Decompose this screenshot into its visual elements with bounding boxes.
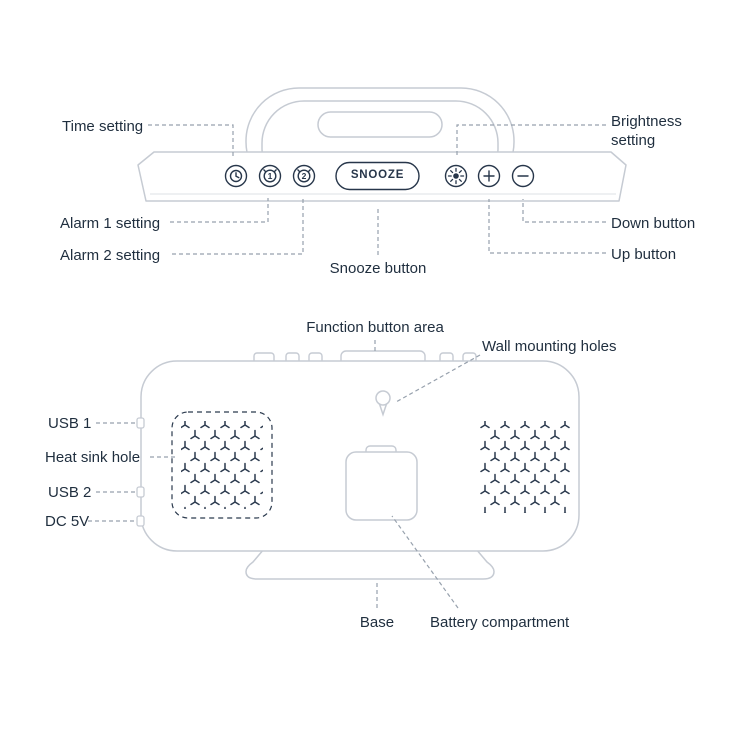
leader-battery-compartment (391, 515, 459, 609)
heat-sink-holes-left (181, 421, 263, 509)
wall-mounting-holes-label: Wall mounting holes (482, 338, 617, 355)
clock-top-view: 1 2 (137, 87, 627, 202)
usb1-port (136, 417, 145, 429)
heat-sink-area-left-border (171, 411, 273, 519)
alarm1-setting-label: Alarm 1 setting (60, 215, 161, 232)
heat-sink-holes-right (480, 421, 570, 513)
time-setting-button-icon (224, 164, 248, 188)
function-button-area-label: Function button area (306, 319, 444, 336)
down-minus-button-icon (511, 164, 535, 188)
leader-brightness-setting (456, 124, 606, 156)
leader-alarm1-setting (170, 198, 269, 223)
base-label: Base (359, 614, 395, 631)
wall-mount-keyhole (375, 390, 391, 417)
up-plus-button-icon (477, 164, 501, 188)
leader-alarm2-setting (172, 198, 304, 255)
battery-compartment-label: Battery compartment (430, 614, 570, 631)
usb2-label: USB 2 (48, 484, 92, 501)
snooze-button-shape (335, 161, 420, 191)
brightness-button-icon (444, 164, 468, 188)
dc-5v-port (136, 515, 145, 527)
base-stand (245, 548, 495, 580)
usb2-port (136, 486, 145, 498)
brightness-setting-label: Brightness setting (611, 113, 682, 149)
time-setting-label: Time setting (62, 118, 144, 135)
alarm1-button-icon (258, 164, 282, 188)
snooze-button-text: SNOOZE (350, 169, 405, 181)
alarm1-digit: 1 (268, 171, 273, 181)
battery-compartment-shape (345, 445, 418, 521)
clock-back-view (136, 350, 580, 580)
dc-5v-label: DC 5V (45, 513, 90, 530)
leader-time-setting (148, 124, 234, 158)
snooze-button-label: Snooze button (329, 260, 427, 277)
heat-sink-hole-label: Heat sink hole (45, 449, 141, 466)
alarm2-button-icon (292, 164, 316, 188)
down-button-label: Down button (611, 215, 696, 232)
leader-wall-mounting-holes (395, 354, 481, 403)
leader-down-button (522, 199, 606, 223)
leader-up-button (488, 199, 606, 254)
clock-body-top (137, 151, 627, 202)
alarm2-digit: 2 (302, 171, 307, 181)
handle-grip-slot (317, 111, 443, 138)
alarm2-setting-label: Alarm 2 setting (60, 247, 161, 264)
up-button-label: Up button (611, 246, 677, 263)
usb1-label: USB 1 (48, 415, 92, 432)
